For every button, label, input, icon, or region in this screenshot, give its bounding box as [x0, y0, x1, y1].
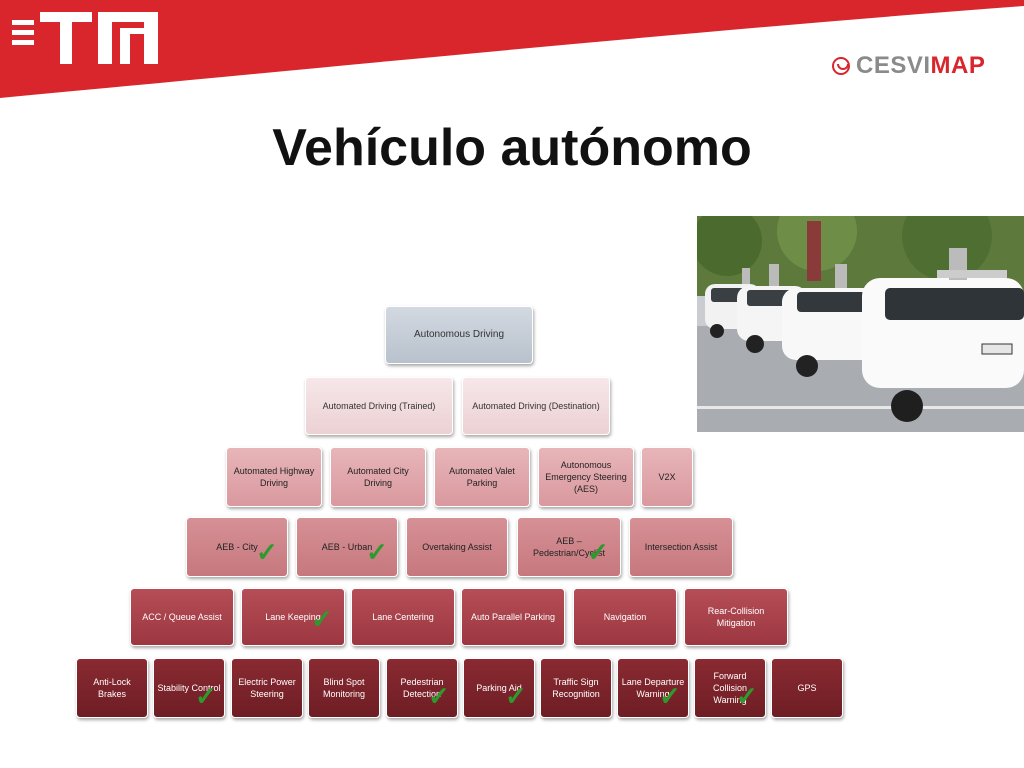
pyramid-box-rear-collision-mitigation: Rear-Collision Mitigation: [684, 588, 788, 646]
pyramid-box-automated-highway-driving: Automated Highway Driving: [226, 447, 322, 507]
pyramid-box-anti-lock-brakes: Anti-Lock Brakes: [76, 658, 148, 718]
pyramid-box-label: Blind Spot Monitoring: [322, 677, 366, 699]
pyramid-box-label: Automated City Driving: [347, 466, 409, 488]
pyramid-box-label: Rear-Collision Mitigation: [707, 606, 765, 628]
pyramid-box-navigation: Navigation: [573, 588, 677, 646]
pyramid-box-label: Electric Power Steering: [238, 677, 296, 699]
pyramid-box-lane-departure-warning: Lane Departure Warning: [617, 658, 689, 718]
brand-text-left: CESVI: [856, 52, 931, 79]
pyramid-box-label: Lane Centering: [372, 612, 434, 622]
pyramid-box-label: Parking Aid: [476, 683, 522, 693]
pyramid-box-electric-power-steering: Electric Power Steering: [231, 658, 303, 718]
pyramid-box-blind-spot-monitoring: Blind Spot Monitoring: [308, 658, 380, 718]
pyramid-box-automated-driving-trained: Automated Driving (Trained): [305, 377, 453, 435]
brand-text-right: MAP: [930, 52, 986, 79]
pyramid-box-label: Stability Control: [157, 683, 221, 693]
pyramid-box-label: Automated Driving (Trained): [322, 401, 436, 411]
slide-title: Vehículo autónomo: [272, 119, 752, 177]
pyramid-box-pedestrian-detection: Pedestrian Detection: [386, 658, 458, 718]
pyramid-box-intersection-assist: Intersection Assist: [629, 517, 733, 577]
pyramid-box-label: AEB – Pedestrian/Cyclist: [532, 536, 606, 558]
pyramid-box-label: GPS: [797, 683, 817, 693]
pyramid-box-acc-queue-assist: ACC / Queue Assist: [130, 588, 234, 646]
pyramid-box-auto-parallel-parking: Auto Parallel Parking: [461, 588, 565, 646]
pyramid-box-label: Overtaking Assist: [422, 542, 492, 552]
pyramid-box-aeb-urban: AEB - Urban: [296, 517, 398, 577]
pyramid-box-automated-valet-parking: Automated Valet Parking: [434, 447, 530, 507]
pyramid-box-label: Automated Highway Driving: [233, 466, 315, 488]
pyramid-box-aeb-city: AEB - City: [186, 517, 288, 577]
pyramid-box-label: AEB - City: [216, 542, 258, 552]
building-logo-icon: [12, 12, 158, 64]
pyramid-box-autonomous-driving: Autonomous Driving: [385, 306, 533, 364]
pyramid-box-label: Autonomous Emergency Steering (AES): [545, 460, 627, 494]
pyramid-box-label: Forward Collision Warning: [712, 671, 747, 705]
pyramid-box-traffic-sign-recognition: Traffic Sign Recognition: [540, 658, 612, 718]
pyramid-box-forward-collision-warning: Forward Collision Warning: [694, 658, 766, 718]
cesvimap-mark-icon: [832, 57, 850, 75]
pyramid-box-aeb-pedestrian-cyclist: AEB – Pedestrian/Cyclist: [517, 517, 621, 577]
pyramid-box-lane-centering: Lane Centering: [351, 588, 455, 646]
pyramid-box-label: Automated Driving (Destination): [472, 401, 600, 411]
pyramid-box-v2x: V2X: [641, 447, 693, 507]
pyramid-box-parking-aid: Parking Aid: [463, 658, 535, 718]
pyramid-box-automated-city-driving: Automated City Driving: [330, 447, 426, 507]
pyramid-box-label: Pedestrian Detection: [400, 677, 444, 699]
pyramid-box-label: Navigation: [603, 612, 647, 622]
pyramid-box-label: Auto Parallel Parking: [470, 612, 556, 622]
pyramid-box-label: AEB - Urban: [321, 542, 373, 552]
pyramid-box-label: Intersection Assist: [644, 542, 718, 552]
pyramid-box-label: V2X: [658, 472, 676, 482]
pyramid-box-label: ACC / Queue Assist: [142, 612, 222, 622]
header-banner: [0, 0, 1024, 98]
pyramid-box-gps: GPS: [771, 658, 843, 718]
pyramid-box-stability-control: Stability Control: [153, 658, 225, 718]
pyramid-box-autonomous-emergency-steering-aes: Autonomous Emergency Steering (AES): [538, 447, 634, 507]
pyramid-box-label: Lane Departure Warning: [621, 677, 685, 699]
pyramid-box-label: Lane Keeping: [265, 612, 321, 622]
pyramid-box-lane-keeping: Lane Keeping: [241, 588, 345, 646]
pyramid-box-label: Autonomous Driving: [413, 329, 505, 340]
pyramid-box-label: Traffic Sign Recognition: [552, 677, 600, 699]
google-self-driving-cars-photo-icon: [697, 216, 1024, 432]
pyramid-box-automated-driving-destination: Automated Driving (Destination): [462, 377, 610, 435]
pyramid-box-label: Anti-Lock Brakes: [93, 677, 131, 699]
pyramid-box-overtaking-assist: Overtaking Assist: [406, 517, 508, 577]
pyramid-box-label: Automated Valet Parking: [449, 466, 515, 488]
